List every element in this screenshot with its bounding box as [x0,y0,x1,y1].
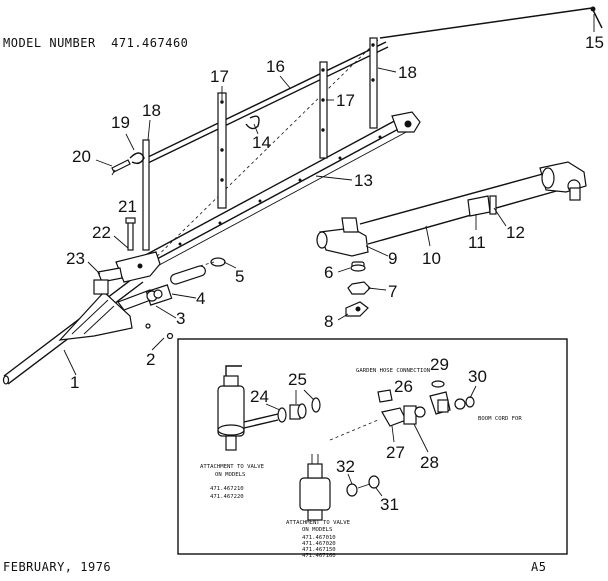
callout-2: 2 [146,350,155,369]
callout-11: 11 [468,233,486,252]
bracket-assembly [97,217,161,283]
callout-8: 8 [324,312,333,331]
callout-21: 21 [118,197,137,216]
callout-4: 4 [196,289,205,308]
pipe-fittings [345,261,371,317]
left-valve [217,365,245,451]
attachment-left-line1: ATTACHMENT TO VALVE [200,464,265,470]
callout-19: 19 [111,113,130,132]
attachment-right-line2: ON MODELS [302,527,332,533]
callout-23: 23 [66,249,85,268]
callout-13: 13 [354,171,373,190]
callout-6: 6 [324,263,333,282]
callout-24: 24 [250,387,269,406]
callout-17-right: 17 [336,91,355,110]
attachment-right-model-1: 471.467010 [302,535,336,541]
callout-30: 30 [468,367,487,386]
callout-28: 28 [420,453,439,472]
callout-25: 25 [288,370,307,389]
clip-and-bolt [111,152,145,176]
callout-12: 12 [506,223,525,242]
callout-29: 29 [430,355,449,374]
callout-10: 10 [422,249,441,268]
callout-9: 9 [388,249,397,268]
lower-rail-frame [139,111,421,271]
coupling-fittings [117,257,226,311]
page-code: A5 [531,560,547,574]
right-valve [299,454,331,521]
hook-clip [245,115,260,130]
callout-31: 31 [380,495,399,514]
callout-22: 22 [92,223,111,242]
callout-5: 5 [235,267,244,286]
attachment-right-model-2: 471.467020 [302,541,336,547]
callout-7: 7 [388,282,397,301]
callout-3: 3 [176,309,185,328]
revision-date: FEBRUARY, 1976 [3,560,112,574]
small-nuts [145,323,174,340]
callout-18-right: 18 [398,63,417,82]
top-rail [145,41,389,164]
attachment-left-model-1: 471.467210 [210,486,244,492]
callout-18-left: 18 [142,101,161,120]
attachment-right-line1: ATTACHMENT TO VALVE [286,520,351,526]
callout-20: 20 [72,147,91,166]
vertical-uprights [142,37,378,251]
model-number-value: 471.467460 [111,36,189,50]
mount-bracket [58,279,133,341]
callout-14: 14 [252,133,271,152]
attachment-left-line2: ON MODELS [215,472,245,478]
model-number-header: MODEL NUMBER 471.467460 [3,36,188,50]
callout-15: 15 [585,33,604,52]
callout-27: 27 [386,443,405,462]
attachment-right-model-3: 471.467150 [302,547,336,553]
inset-detail-box: GARDEN HOSE CONNECTION BOOM CORD FOR ATT… [177,338,568,559]
callout-26: 26 [394,377,413,396]
note-hose-connection: GARDEN HOSE CONNECTION [356,368,430,374]
callout-17-left: 17 [210,67,229,86]
callout-1: 1 [70,373,79,392]
note-boom-cord: BOOM CORD FOR [478,416,522,422]
callout-16: 16 [266,57,285,76]
upper-cord-rod [379,6,603,39]
attachment-right-model-4: 471.467160 [302,553,336,559]
right-pipe-assembly [316,161,587,257]
callout-32: 32 [336,457,355,476]
model-number-label: MODEL NUMBER [3,36,96,50]
callout-labels: 1 2 3 4 5 6 7 8 9 10 11 12 13 1 [63,14,604,392]
attachment-left-model-2: 471.467220 [210,494,244,500]
